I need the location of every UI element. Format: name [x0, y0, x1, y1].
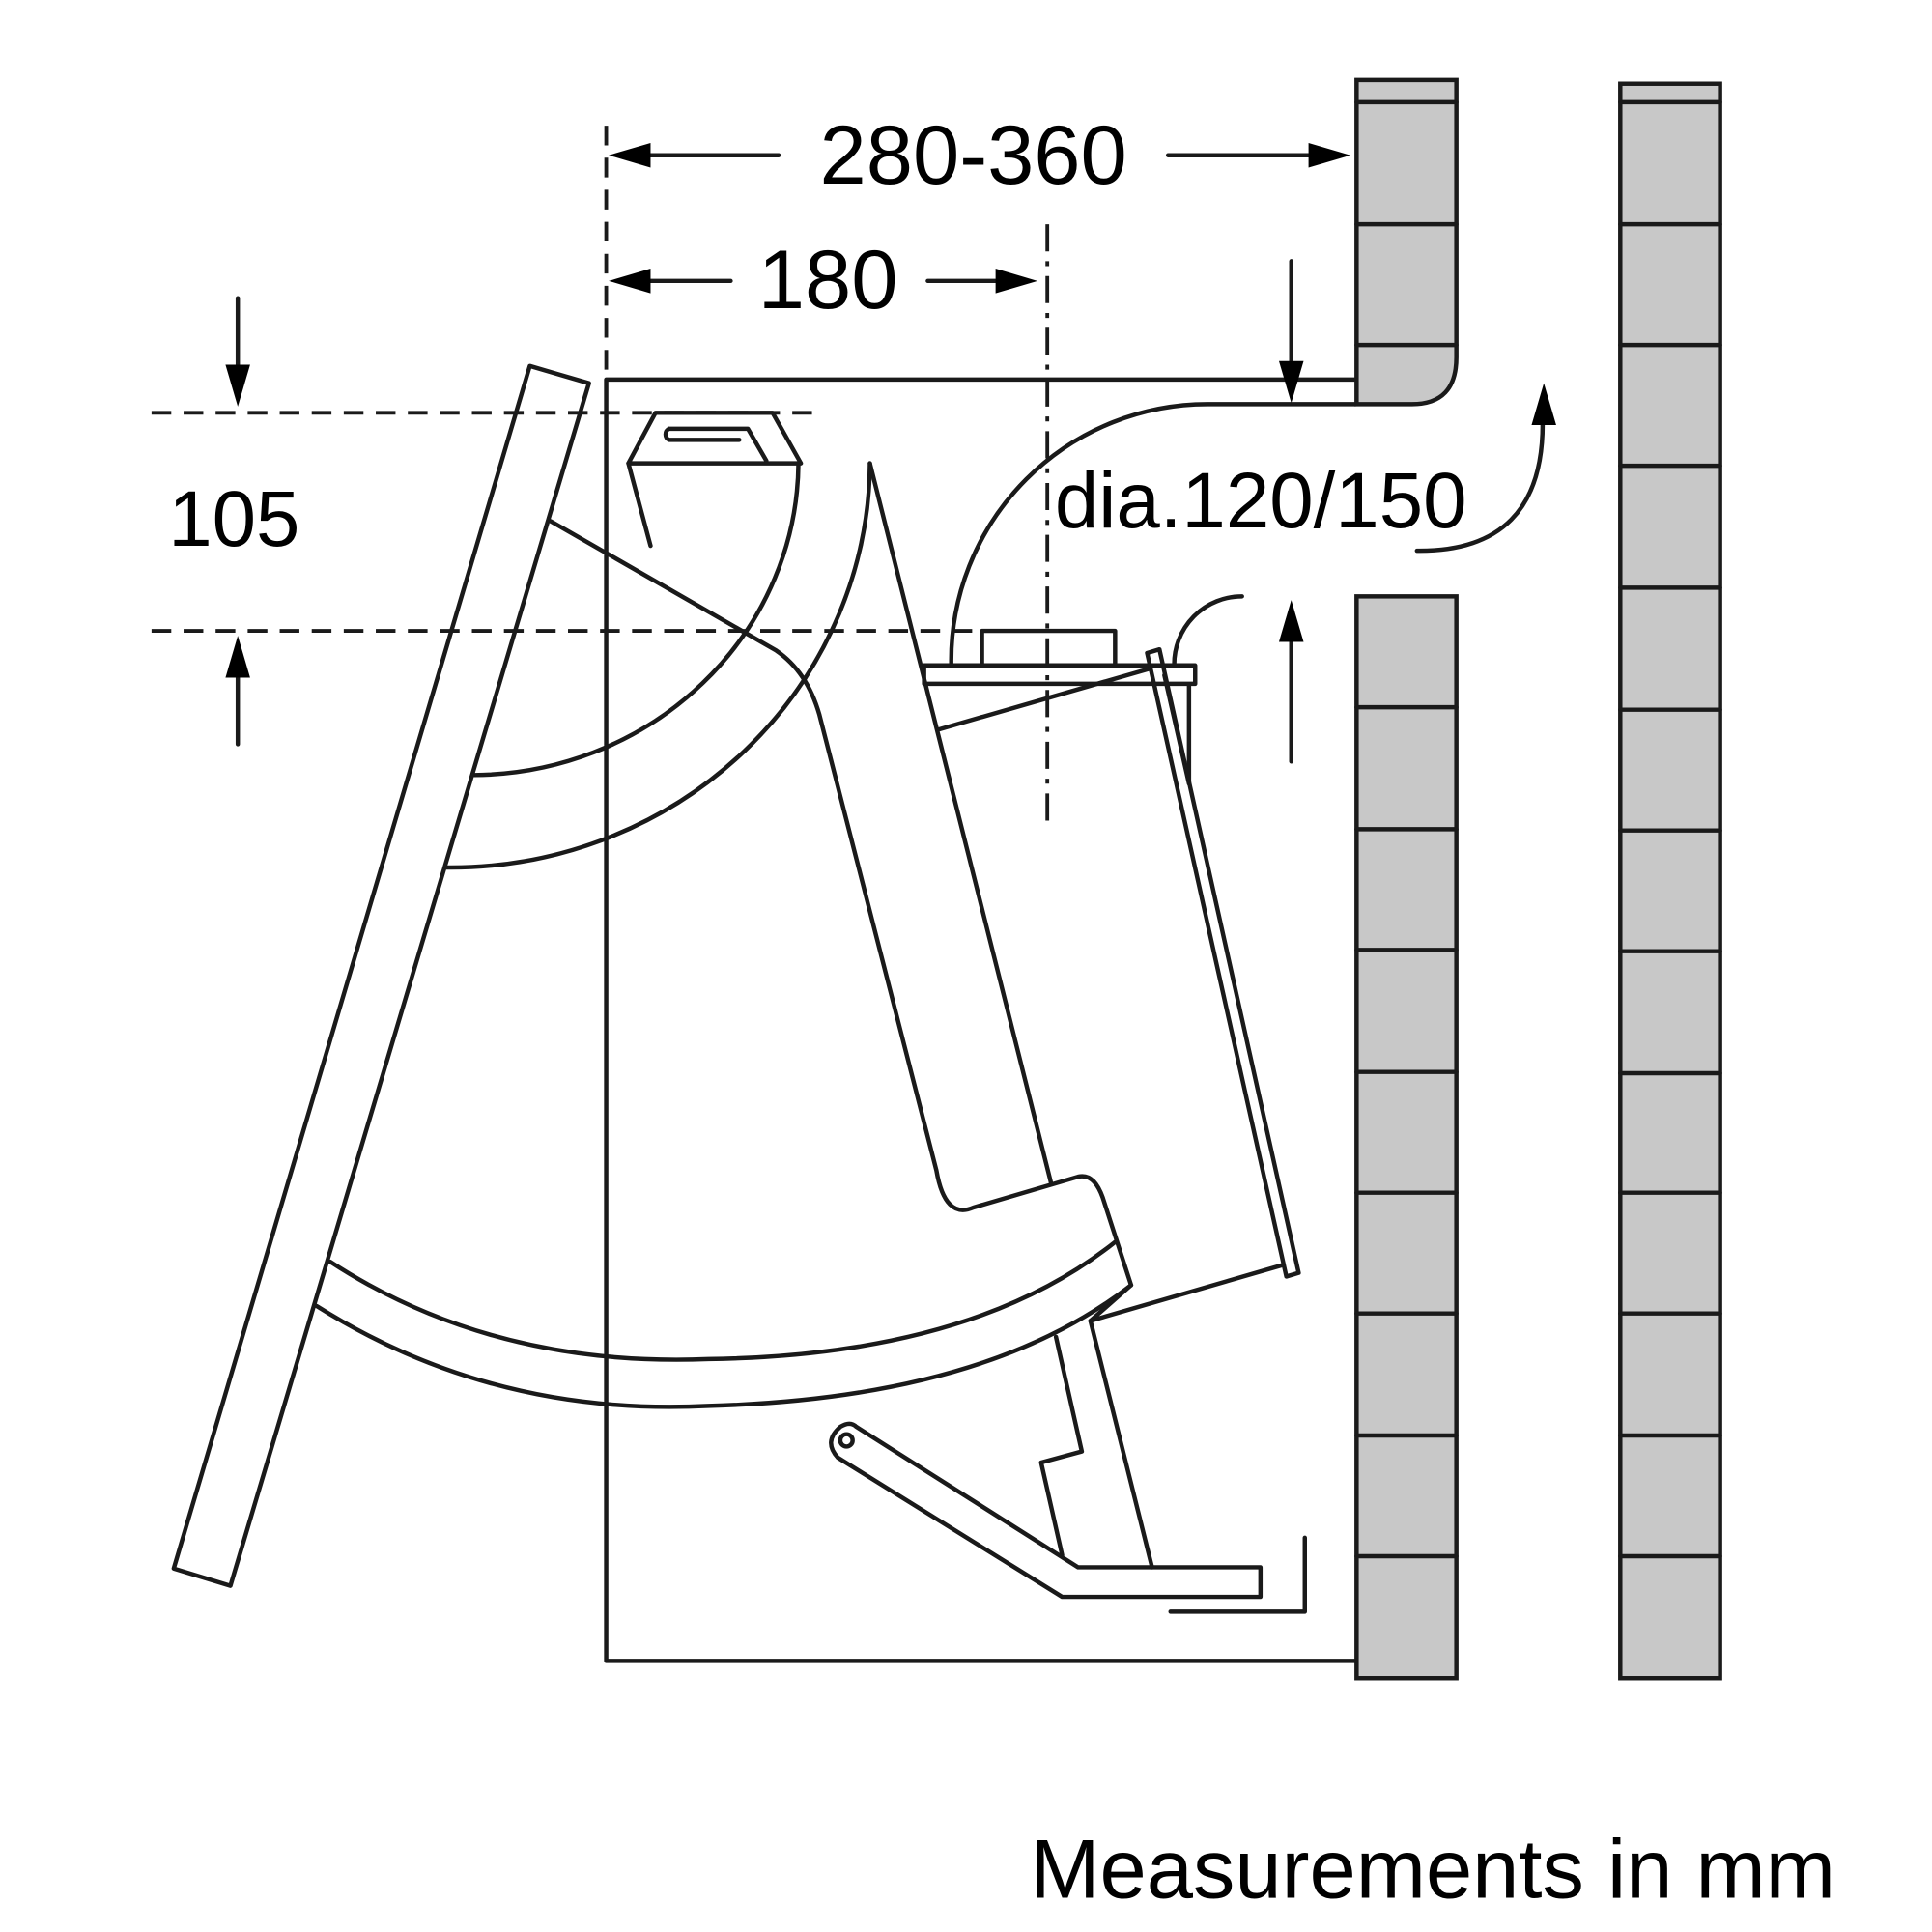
wall-upper	[1354, 77, 1459, 407]
wall-lower	[1354, 594, 1459, 1681]
hood-body	[171, 363, 1358, 1663]
dimension-lines	[151, 126, 1556, 826]
dimension-total-depth: 280-360	[820, 108, 1127, 202]
measurement-units-note: Measurements in mm	[1030, 1822, 1835, 1916]
duct-diameter-label: dia.120/150	[1055, 457, 1467, 545]
dimension-height-offset: 105	[168, 475, 299, 563]
wall-right	[1618, 81, 1722, 1681]
dimension-duct-center: 180	[758, 233, 898, 327]
